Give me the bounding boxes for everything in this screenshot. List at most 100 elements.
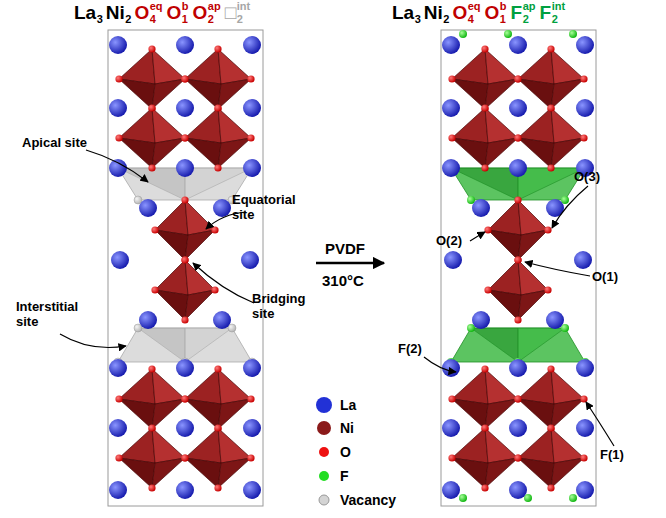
formula-subscript: 2	[208, 14, 214, 25]
oxygen-atom	[247, 395, 254, 402]
nio6-octahedron	[185, 49, 221, 84]
la-atom	[109, 481, 127, 499]
oxygen-atom	[181, 395, 188, 402]
nio6-octahedron	[518, 260, 548, 295]
oxygen-atom	[247, 75, 254, 82]
la-atom	[109, 159, 127, 177]
oxygen-atom	[247, 134, 254, 141]
la-atom	[472, 311, 490, 329]
formula-subscript: 2	[125, 14, 131, 25]
formula-superscript: int	[237, 1, 250, 12]
oxygen-atom	[514, 134, 521, 141]
leader-arrow	[525, 262, 590, 276]
la-atom	[576, 419, 594, 437]
leader-arrow	[86, 150, 148, 182]
nio6-octahedron	[452, 49, 488, 84]
la-atom	[243, 419, 261, 437]
oxygen-atom	[481, 45, 488, 52]
nio6-octahedron	[152, 49, 185, 84]
legend-swatch	[319, 471, 329, 481]
site-label: Apical site	[22, 136, 87, 151]
legend-swatch	[316, 397, 332, 413]
oxygen-atom	[181, 316, 188, 323]
oxygen-atom	[547, 484, 554, 491]
site-label: Interstitial site	[16, 300, 94, 330]
la-atom	[442, 419, 460, 437]
fluorine-atom	[504, 30, 512, 38]
la-atom	[176, 481, 194, 499]
nio6-octahedron	[185, 200, 215, 235]
oxygen-atom	[148, 424, 155, 431]
leader-arrow	[60, 334, 126, 348]
la-atom	[176, 359, 194, 377]
oxygen-atom	[547, 104, 554, 111]
oxygen-atom	[547, 424, 554, 431]
oxygen-atom	[448, 454, 455, 461]
oxygen-atom	[148, 104, 155, 111]
fluorine-layer	[451, 328, 585, 362]
leader-arrow	[586, 402, 614, 446]
oxygen-atom	[580, 134, 587, 141]
nio6-octahedron	[485, 49, 518, 84]
oxygen-atom	[514, 454, 521, 461]
formula-subscript: 3	[97, 14, 103, 25]
formula-subscript: 1	[182, 14, 188, 25]
oxygen-atom	[214, 424, 221, 431]
leader-arrow	[193, 263, 254, 303]
la-atom	[442, 36, 460, 54]
legend-text: O	[340, 445, 351, 459]
legend-swatch	[317, 421, 331, 435]
formula-element: La	[392, 3, 414, 22]
legend-text: F	[340, 469, 349, 483]
formula-element: O	[485, 3, 500, 22]
la-atom	[509, 419, 527, 437]
atom-label: F(2)	[398, 342, 422, 357]
oxygen-atom	[514, 75, 521, 82]
formula-subscript: 2	[523, 14, 529, 25]
la-atom	[176, 99, 194, 117]
layer-facet	[138, 328, 185, 362]
legend-text: Vacancy	[340, 493, 396, 507]
vacancy-layer	[118, 328, 252, 362]
oxygen-atom	[580, 454, 587, 461]
oxygen-atom	[514, 256, 521, 263]
formula-element: Ni	[424, 3, 443, 22]
nio6-octahedron	[518, 49, 554, 84]
oxygen-atom	[181, 75, 188, 82]
la-atom	[243, 481, 261, 499]
nio6-octahedron	[488, 260, 521, 295]
nio6-octahedron	[518, 290, 548, 320]
oxygen-atom	[214, 45, 221, 52]
pristine-structure	[108, 30, 263, 506]
layer-facet	[118, 168, 185, 200]
formula-element: F	[540, 3, 552, 22]
oxygen-atom	[214, 104, 221, 111]
oxygen-atom	[547, 164, 554, 171]
la-atom	[109, 36, 127, 54]
atom-label: O(3)	[574, 170, 600, 185]
la-atom	[442, 99, 460, 117]
oxygen-atom	[484, 226, 491, 233]
formula-subscript: 3	[415, 14, 421, 25]
la-atom	[176, 159, 194, 177]
la-atom	[442, 359, 460, 377]
layer-facet	[451, 168, 518, 200]
formula-superscript: eq	[468, 1, 481, 12]
la-atom	[509, 36, 527, 54]
la-atom	[509, 481, 527, 499]
formula-subscript: 2	[443, 14, 449, 25]
layer-facet	[518, 328, 565, 362]
layer-facet	[185, 328, 232, 362]
la-atom	[109, 99, 127, 117]
fluorine-atom	[459, 494, 467, 502]
legend-swatch	[319, 495, 329, 505]
oxygen-atom	[181, 134, 188, 141]
formula-superscript: eq	[150, 1, 163, 12]
formula-subscript: 4	[468, 14, 474, 25]
nio6-octahedron	[518, 200, 548, 235]
la-atom	[139, 199, 157, 217]
formula-superscript: b	[182, 1, 189, 12]
la-atom	[509, 159, 527, 177]
oxygen-atom	[514, 395, 521, 402]
